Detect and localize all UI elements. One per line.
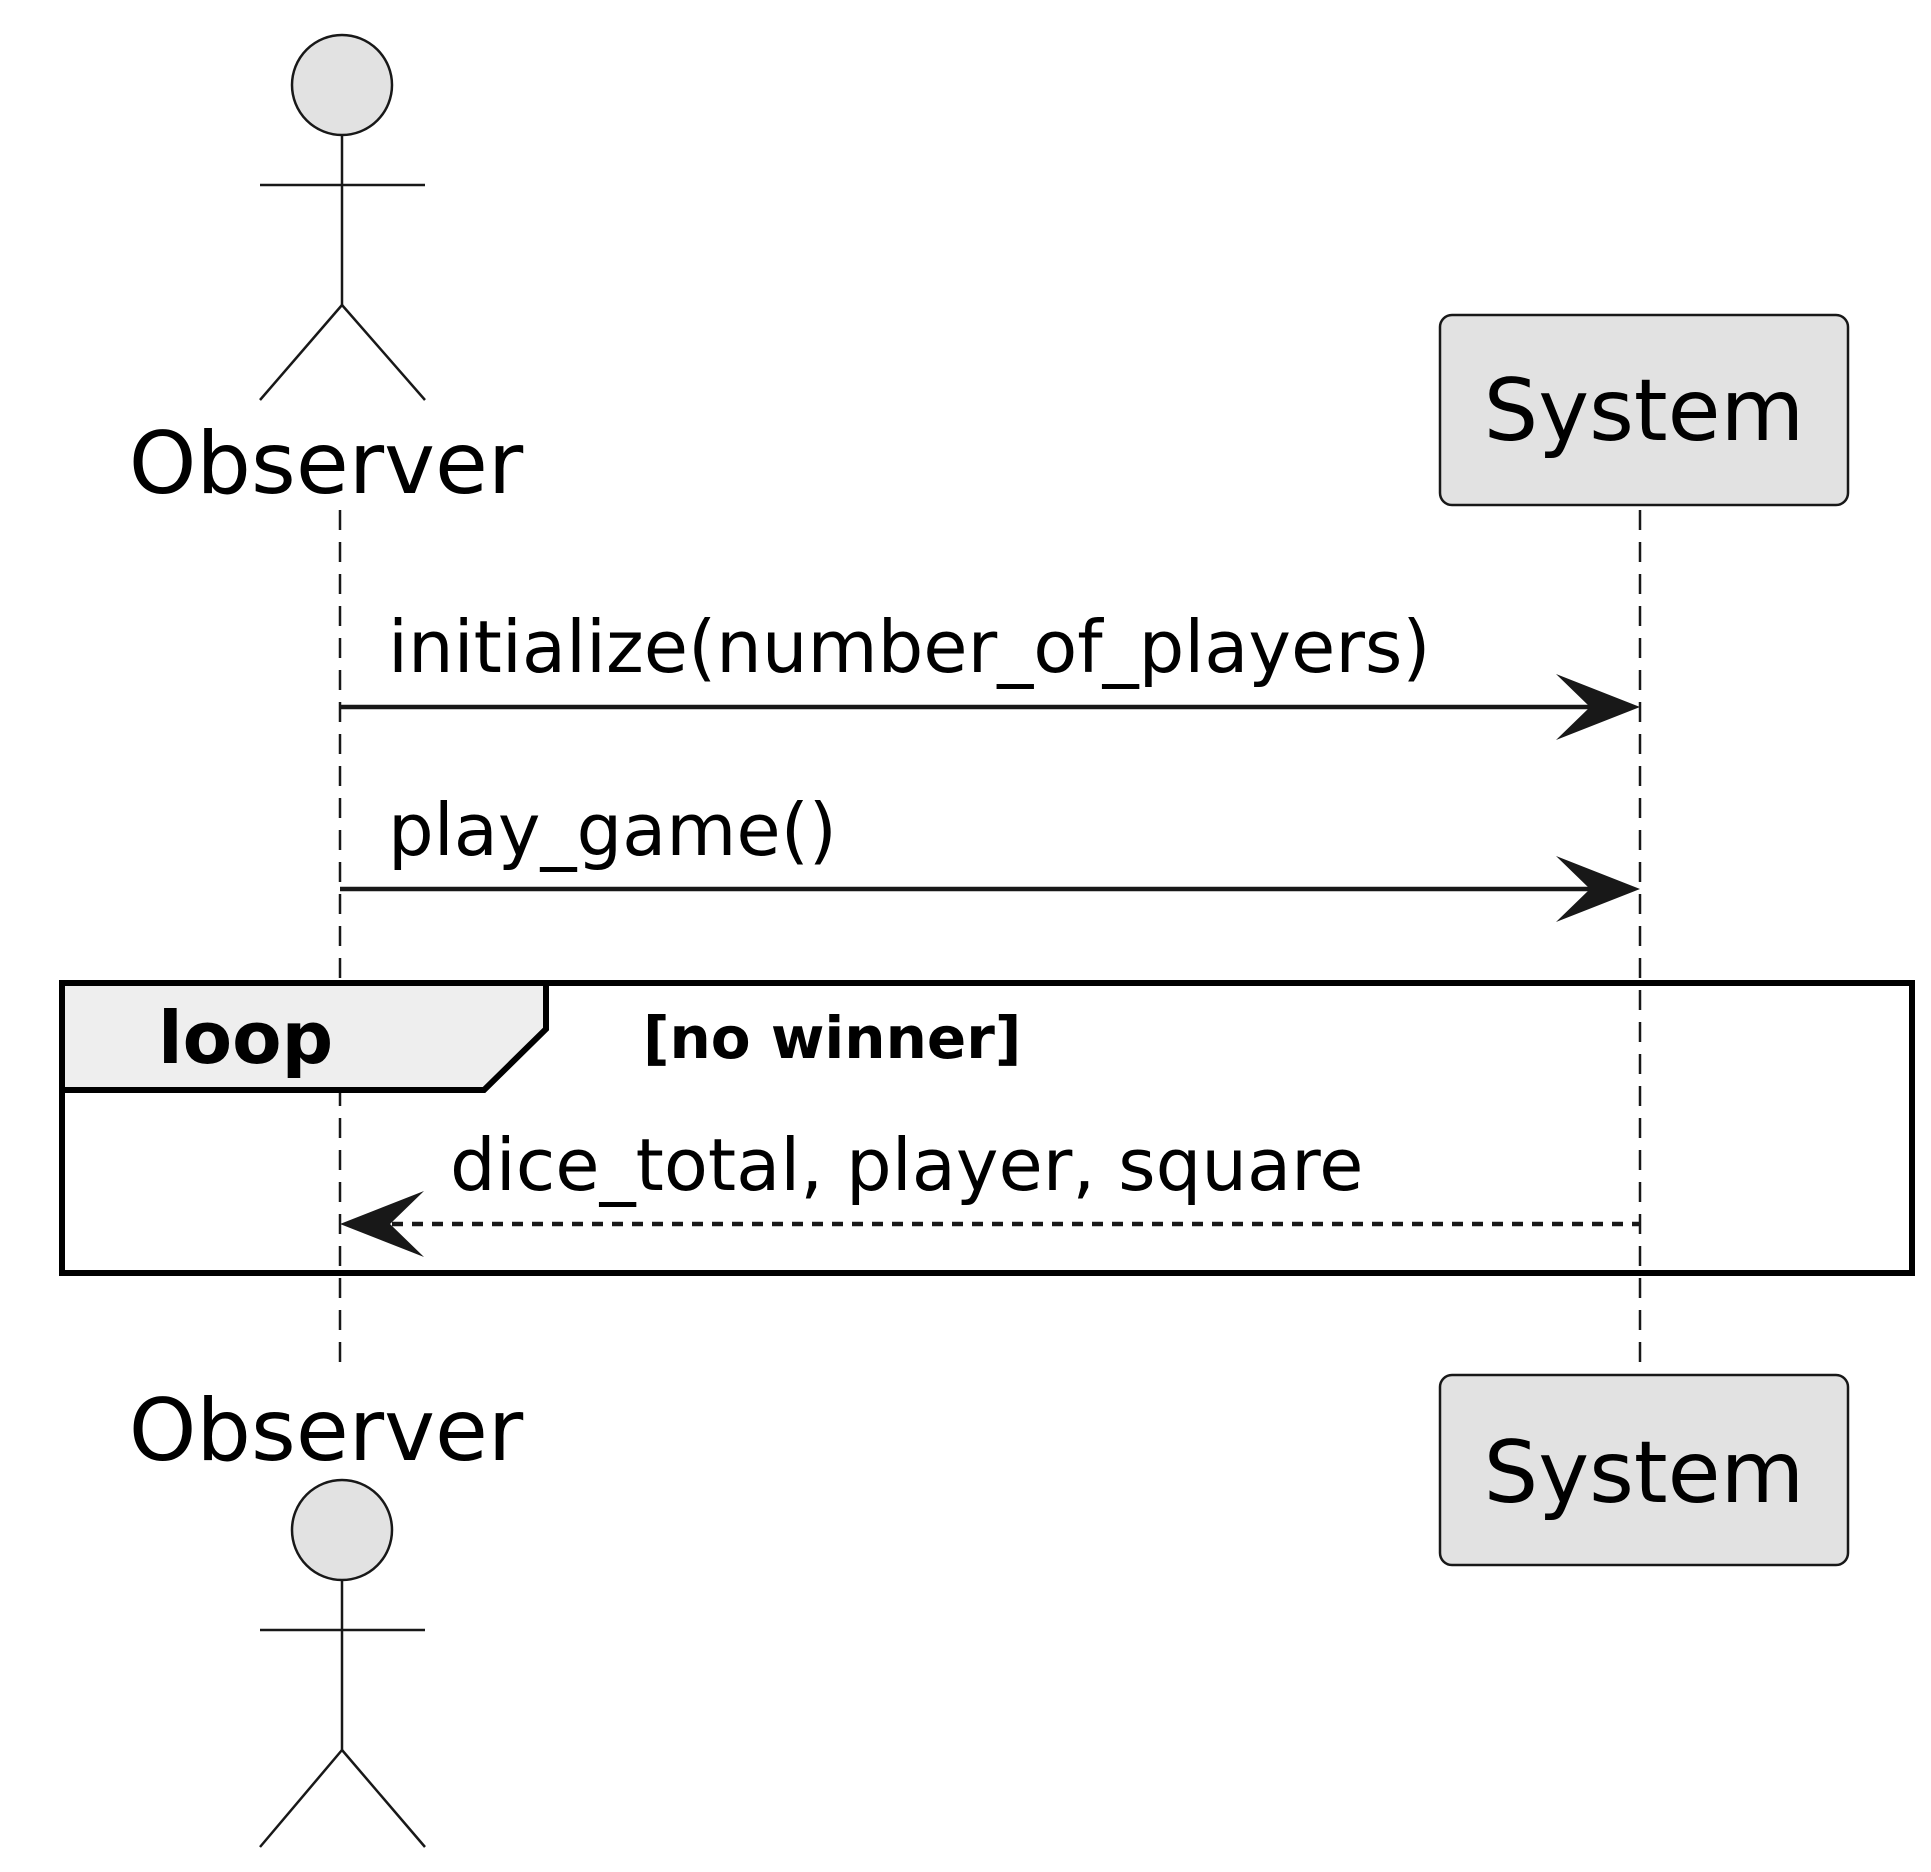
message-label: initialize(number_of_players) [388, 605, 1431, 689]
loop-label: loop [158, 996, 333, 1080]
stick-figure-icon [259, 33, 426, 401]
stick-figure-icon [259, 1478, 426, 1848]
message-dice-total[interactable]: dice_total, player, square [340, 1123, 1640, 1257]
observer-actor-bottom[interactable]: Observer [129, 1381, 524, 1848]
system-participant-bottom[interactable]: System [1438, 1373, 1850, 1567]
system-label-top: System [1484, 361, 1805, 461]
observer-label-top: Observer [129, 414, 524, 514]
loop-fragment[interactable]: loop [no winner] [59, 980, 1915, 1276]
message-label: play_game() [388, 788, 837, 872]
message-initialize[interactable]: initialize(number_of_players) [340, 605, 1640, 740]
system-label-bottom: System [1484, 1423, 1805, 1523]
system-participant-top[interactable]: System [1438, 313, 1850, 507]
system-box-bottom [1438, 1373, 1850, 1567]
arrowhead-right-icon [1556, 856, 1640, 922]
arrowhead-left-icon [340, 1191, 424, 1257]
message-label: dice_total, player, square [450, 1123, 1363, 1207]
loop-frame [59, 980, 1915, 1276]
loop-guard: [no winner] [643, 1004, 1021, 1072]
message-play-game[interactable]: play_game() [340, 788, 1640, 922]
observer-label-bottom: Observer [129, 1381, 524, 1481]
arrowhead-right-icon [1556, 674, 1640, 740]
loop-tab [59, 980, 549, 1093]
observer-actor-top[interactable]: Observer [129, 33, 524, 514]
system-box-top [1438, 313, 1850, 507]
